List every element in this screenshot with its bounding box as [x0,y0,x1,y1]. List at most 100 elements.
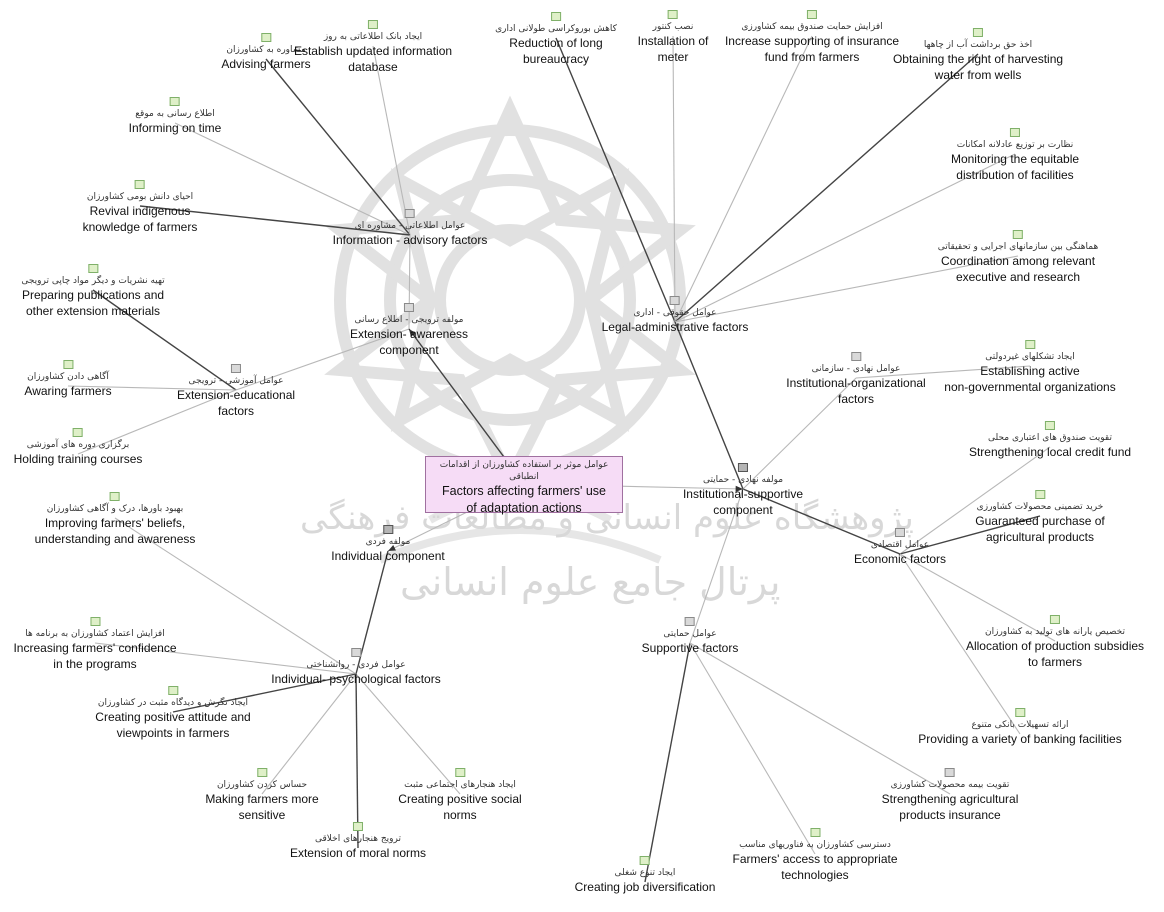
node-icon [261,33,271,42]
node-label-en: Awaring farmers [24,384,112,398]
node-coordination[interactable]: هماهنگی بین سازمانهای اجرایی و تحقیقاتی C… [938,230,1098,285]
node-label-en: Creating positive social [398,792,522,806]
node-icon [1024,340,1035,349]
edge-insurance_fund-legal_admin [674,35,813,323]
node-label-fa: کاهش بوروکراسی طولانی اداری [495,24,617,34]
root-node[interactable]: عوامل موثر بر استفاده کشاورزان از اقداما… [425,456,623,515]
node-icon [87,264,98,273]
node-icon [685,617,695,626]
edge-products_insurance-supportive [689,642,951,795]
node-icon [350,648,361,657]
edge-banking-economic [899,553,1021,735]
edge-ext_educational-ext_awareness [235,328,410,391]
node-label-en: Creating job diversification [574,880,716,894]
edge-guaranteed-economic [899,515,1041,555]
edge-access_tech-supportive [689,642,816,855]
node-label-en: Establishing active [980,364,1080,378]
node-label-fa: عوامل اطلاعاتی - مشاوره ای [354,221,466,231]
root-label-fa: عوامل موثر بر استفاده کشاورزان از اقداما… [439,460,609,482]
node-label-fa: ایجاد تنوع شغلی [614,868,676,878]
node-label-en: understanding and awareness [34,532,196,546]
node-label-en: database [348,60,398,74]
node-label-en: Coordination among relevant [940,254,1096,268]
node-label-en: Institutional-supportive [682,487,804,501]
root-label-en-line1: Factors affecting farmers' use [441,484,607,498]
edge-job_diversification-supportive [644,642,691,883]
node-label-en: Guaranteed purchase of [975,514,1105,528]
node-icon [944,768,955,777]
node-individual[interactable]: مولفه فردی Individual component [331,525,445,564]
node-label-en: distribution of facilities [956,168,1074,182]
node-label-fa: ارائه تسهیلات بانکی متنوع [971,720,1069,730]
edge-economic-institutional_support [742,488,901,555]
node-label-fa: عوامل حمایتی [663,629,717,639]
edge-supportive-institutional_support [689,488,744,644]
edge-monitoring-legal_admin [674,153,1016,323]
node-reduction-bureau[interactable]: کاهش بوروکراسی طولانی اداری Reduction of … [495,12,617,67]
node-label-fa: ایجاد تشکلهای غیردولتی [985,352,1075,362]
node-icon [134,180,145,189]
node-icon [170,97,180,106]
node-label-fa: تقویت بیمه محصولات کشاورزی [890,780,1010,790]
node-icon [73,428,83,437]
node-label-fa: ترویج هنجارهای اخلاقی [315,834,401,844]
edge-advising-info_advisory [265,58,411,236]
node-icon [668,10,678,19]
node-label-en: Reduction of long [509,36,603,50]
node-job-diversification[interactable]: ایجاد تنوع شغلی Creating job diversificat… [574,856,716,895]
edge-moral_norms-individual_psych [355,673,359,849]
node-establishing-ngo[interactable]: ایجاد تشکلهای غیردولتی Establishing activ… [944,340,1116,395]
node-label-en: Individual component [331,549,445,563]
node-label-en: Economic factors [853,552,947,566]
edge-sensitive-individual_psych [261,673,357,795]
node-awaring[interactable]: آگاهی دادن کشاورزان Awaring farmers [24,360,112,399]
node-label-fa: مولفه ترویجی - اطلاع رسانی [354,315,464,325]
node-products-insurance[interactable]: تقویت بیمه محصولات کشاورزی Strengthening … [881,768,1019,823]
node-label-en: Strengthening agricultural [881,792,1019,806]
node-label-fa: آگاهی دادن کشاورزان [27,372,109,382]
node-label-en: knowledge of farmers [82,220,198,234]
edge-establishing_ngo-institutional_org [855,365,1031,379]
edge-credit_fund-economic [899,446,1051,555]
node-icon [62,360,73,369]
node-icon [230,364,241,373]
edge-revival-info_advisory [139,205,411,236]
node-icon [404,303,414,312]
node-label-fa: هماهنگی بین سازمانهای اجرایی و تحقیقاتی [937,242,1099,252]
edge-establish_db-info_advisory [372,45,411,236]
node-label-fa: افزایش حمایت صندوق بیمه کشاورزی [741,22,883,32]
node-label-fa: مولفه فردی [365,537,411,547]
node-label-fa: عوامل نهادی - سازمانی [811,364,901,374]
